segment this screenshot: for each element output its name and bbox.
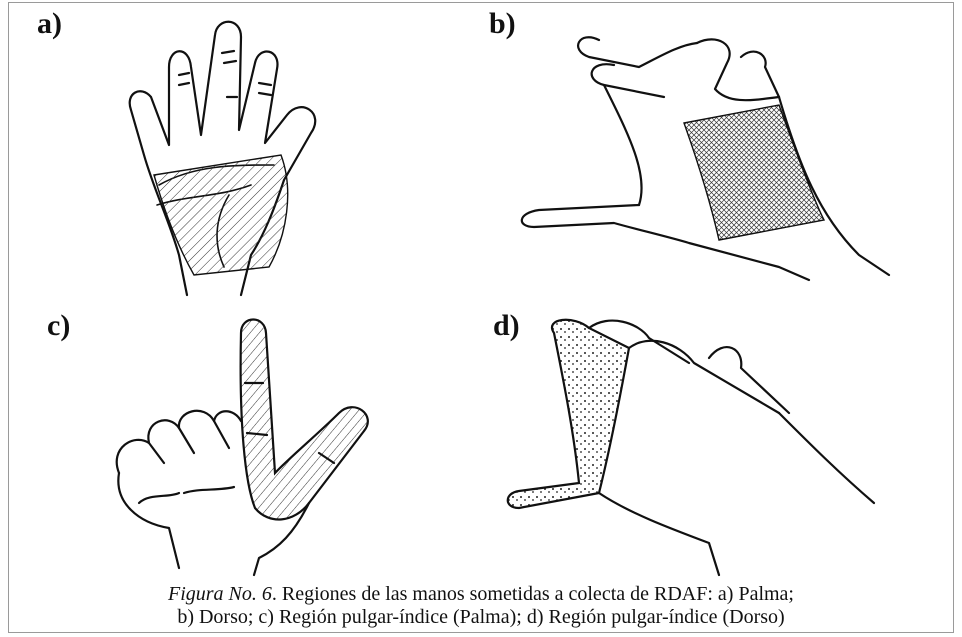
- figure-caption: Figura No. 6. Regiones de las manos some…: [9, 583, 953, 629]
- panel-label-b: b): [489, 9, 516, 39]
- panel-b-back: b): [479, 5, 949, 305]
- caption-line-2: b) Dorso; c) Región pulgar-índice (Palma…: [9, 606, 953, 629]
- panel-label-c: c): [47, 311, 70, 341]
- caption-line-1: Figura No. 6. Regiones de las manos some…: [9, 583, 953, 606]
- caption-line-1-text: . Regiones de las manos sometidas a cole…: [272, 583, 794, 605]
- panel-d-thumb-index-back: d): [479, 303, 949, 578]
- back-hand-drawing: [479, 5, 949, 305]
- thumb-index-back-drawing: [479, 303, 949, 578]
- panel-c-thumb-index-palm: c): [19, 303, 479, 578]
- thumb-index-palm-drawing: [19, 303, 479, 578]
- palm-hand-drawing: [19, 5, 479, 305]
- caption-figure-number: Figura No. 6: [168, 583, 272, 605]
- figure-frame: a) b): [8, 2, 954, 633]
- panel-a-palm: a): [19, 5, 479, 305]
- panel-label-d: d): [493, 311, 520, 341]
- panel-label-a: a): [37, 9, 62, 39]
